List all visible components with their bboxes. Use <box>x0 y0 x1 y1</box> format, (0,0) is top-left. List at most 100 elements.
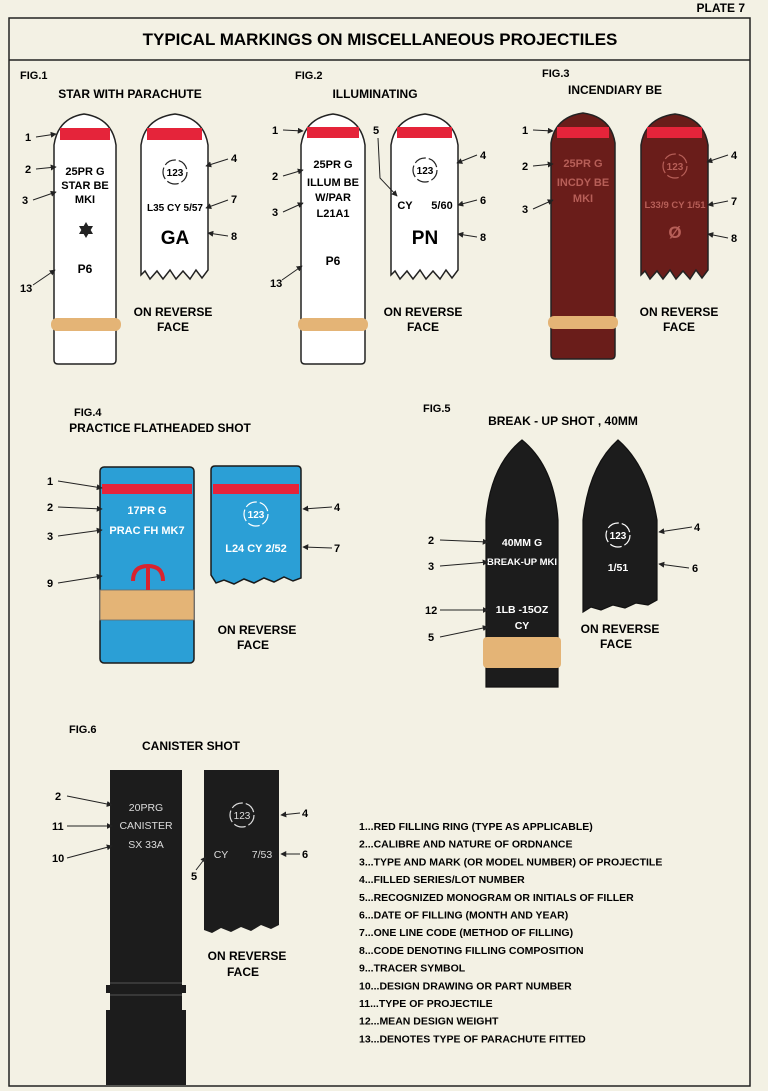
mark-text: MKI <box>573 193 593 205</box>
shell-front <box>300 113 366 365</box>
lot-number: 123 <box>234 811 251 822</box>
shell-front <box>110 770 182 1010</box>
callout-arrow <box>282 202 304 213</box>
callout-arrow <box>280 811 301 818</box>
callout-arrow <box>532 199 554 210</box>
callout-number: 3 <box>47 531 53 543</box>
reverse-face-line1: ON REVERSE <box>640 305 719 319</box>
legend-item: 7...ONE LINE CODE (METHOD OF FILLING) <box>359 927 573 939</box>
lot-number: 123 <box>667 162 684 173</box>
calibre-text: 25PR G <box>65 166 104 178</box>
lot-circle <box>662 153 688 179</box>
legend-number: 4... <box>359 874 374 886</box>
reverse-face-line2: FACE <box>157 320 189 334</box>
callout-number: 3 <box>22 195 28 207</box>
legend-number: 6... <box>359 910 374 922</box>
callout-arrow <box>205 199 229 210</box>
legend-item: 5...RECOGNIZED MONOGRAM OR INITIALS OF F… <box>359 892 634 904</box>
filling-date: 7/53 <box>252 849 273 861</box>
legend-text: TYPE AND MARK (OR MODEL NUMBER) OF PROJE… <box>374 856 663 868</box>
callout-number: 7 <box>731 196 737 208</box>
callout-number: 2 <box>47 502 53 514</box>
callout-arrow <box>281 265 303 281</box>
callout-arrow <box>302 544 333 551</box>
fig-caption: ILLUMINATING <box>332 87 417 101</box>
callout-number: 8 <box>231 231 237 243</box>
callout-number: 7 <box>231 194 237 206</box>
callout-number: 4 <box>694 522 701 534</box>
legend-item: 6...DATE OF FILLING (MONTH AND YEAR) <box>359 910 568 922</box>
callout-number: 3 <box>272 207 278 219</box>
callout-arrow <box>457 231 478 238</box>
filling-code: Ø <box>668 223 681 242</box>
calibre-text: 17PR G <box>127 505 166 517</box>
lot-number: 123 <box>417 166 434 177</box>
plate-frame <box>8 17 751 1087</box>
callout-arrow <box>32 269 56 286</box>
calibre-text: 20PRG <box>129 802 163 814</box>
driving-band <box>99 589 195 621</box>
filling-ring <box>102 484 192 494</box>
callout-number: 5 <box>191 871 197 883</box>
callout-number: 4 <box>334 502 341 514</box>
callout-arrow <box>32 190 57 201</box>
legend-text: ONE LINE CODE (METHOD OF FILLING) <box>374 927 574 939</box>
callout-number: 5 <box>428 632 434 644</box>
filling-date: 5/60 <box>431 200 452 212</box>
callout-arrow <box>302 505 333 512</box>
callout-arrow <box>57 480 103 491</box>
lot-number: 123 <box>167 168 184 179</box>
mark-text: L21A1 <box>316 208 349 220</box>
filler-monogram: CY <box>515 620 530 632</box>
legend-text: RECOGNIZED MONOGRAM OR INITIALS OF FILLE… <box>374 892 635 904</box>
legend-number: 13... <box>359 1033 380 1045</box>
callout-number: 2 <box>55 791 61 803</box>
fig-caption: PRACTICE FLATHEADED SHOT <box>69 421 251 435</box>
callout-number: 3 <box>522 204 528 216</box>
callout-arrow <box>532 161 554 168</box>
figure-2: FIG.2 ILLUMINATING 25PR G ILLUM BE W/PAR… <box>270 70 487 365</box>
legend-number: 12... <box>359 1016 380 1028</box>
reverse-face-line1: ON REVERSE <box>208 949 287 963</box>
legend-number: 2... <box>359 839 374 851</box>
lot-number: 123 <box>248 510 265 521</box>
callout-number: 10 <box>52 853 64 865</box>
weight-text: 1LB -15OZ <box>496 604 549 616</box>
callout-arrow <box>282 168 304 177</box>
callout-arrow <box>57 505 103 512</box>
callout-arrow <box>66 844 113 859</box>
shell-reverse <box>204 770 279 933</box>
legend-number: 5... <box>359 892 374 904</box>
reverse-face-line2: FACE <box>407 320 439 334</box>
callout-number: 13 <box>20 283 32 295</box>
callout-number: 8 <box>480 232 486 244</box>
callout-arrow <box>532 127 554 134</box>
callout-arrow <box>456 154 478 164</box>
driving-band <box>51 318 121 331</box>
line-code: L35 CY 5/57 <box>147 203 203 214</box>
fig-label: FIG.5 <box>423 403 451 415</box>
legend-item: 1...RED FILLING RING (TYPE AS APPLICABLE… <box>359 821 593 833</box>
callout-number: 4 <box>231 153 238 165</box>
legend-item: 12...MEAN DESIGN WEIGHT <box>359 1016 499 1028</box>
legend-number: 9... <box>359 963 374 975</box>
legend-item: 10...DESIGN DRAWING OR PART NUMBER <box>359 980 572 992</box>
callout-number: 2 <box>522 161 528 173</box>
callout-arrow <box>658 526 693 535</box>
shell-front <box>485 439 559 688</box>
fig-caption: STAR WITH PARACHUTE <box>58 87 202 101</box>
fig-label: FIG.3 <box>542 68 570 80</box>
filling-ring-reverse <box>647 127 702 138</box>
legend-item: 4...FILLED SERIES/LOT NUMBER <box>359 874 525 886</box>
shell-reverse <box>582 439 658 614</box>
legend-text: CALIBRE AND NATURE OF ORDNANCE <box>374 839 573 851</box>
legend-text: DESIGN DRAWING OR PART NUMBER <box>379 980 572 992</box>
callout-arrow <box>707 232 729 239</box>
driving-band <box>483 637 561 668</box>
plate-label: PLATE 7 <box>697 1 746 15</box>
parachute-code: P6 <box>78 262 93 276</box>
callout-arrow <box>377 137 398 197</box>
callout-arrow <box>195 856 207 871</box>
callout-number: 2 <box>428 535 434 547</box>
